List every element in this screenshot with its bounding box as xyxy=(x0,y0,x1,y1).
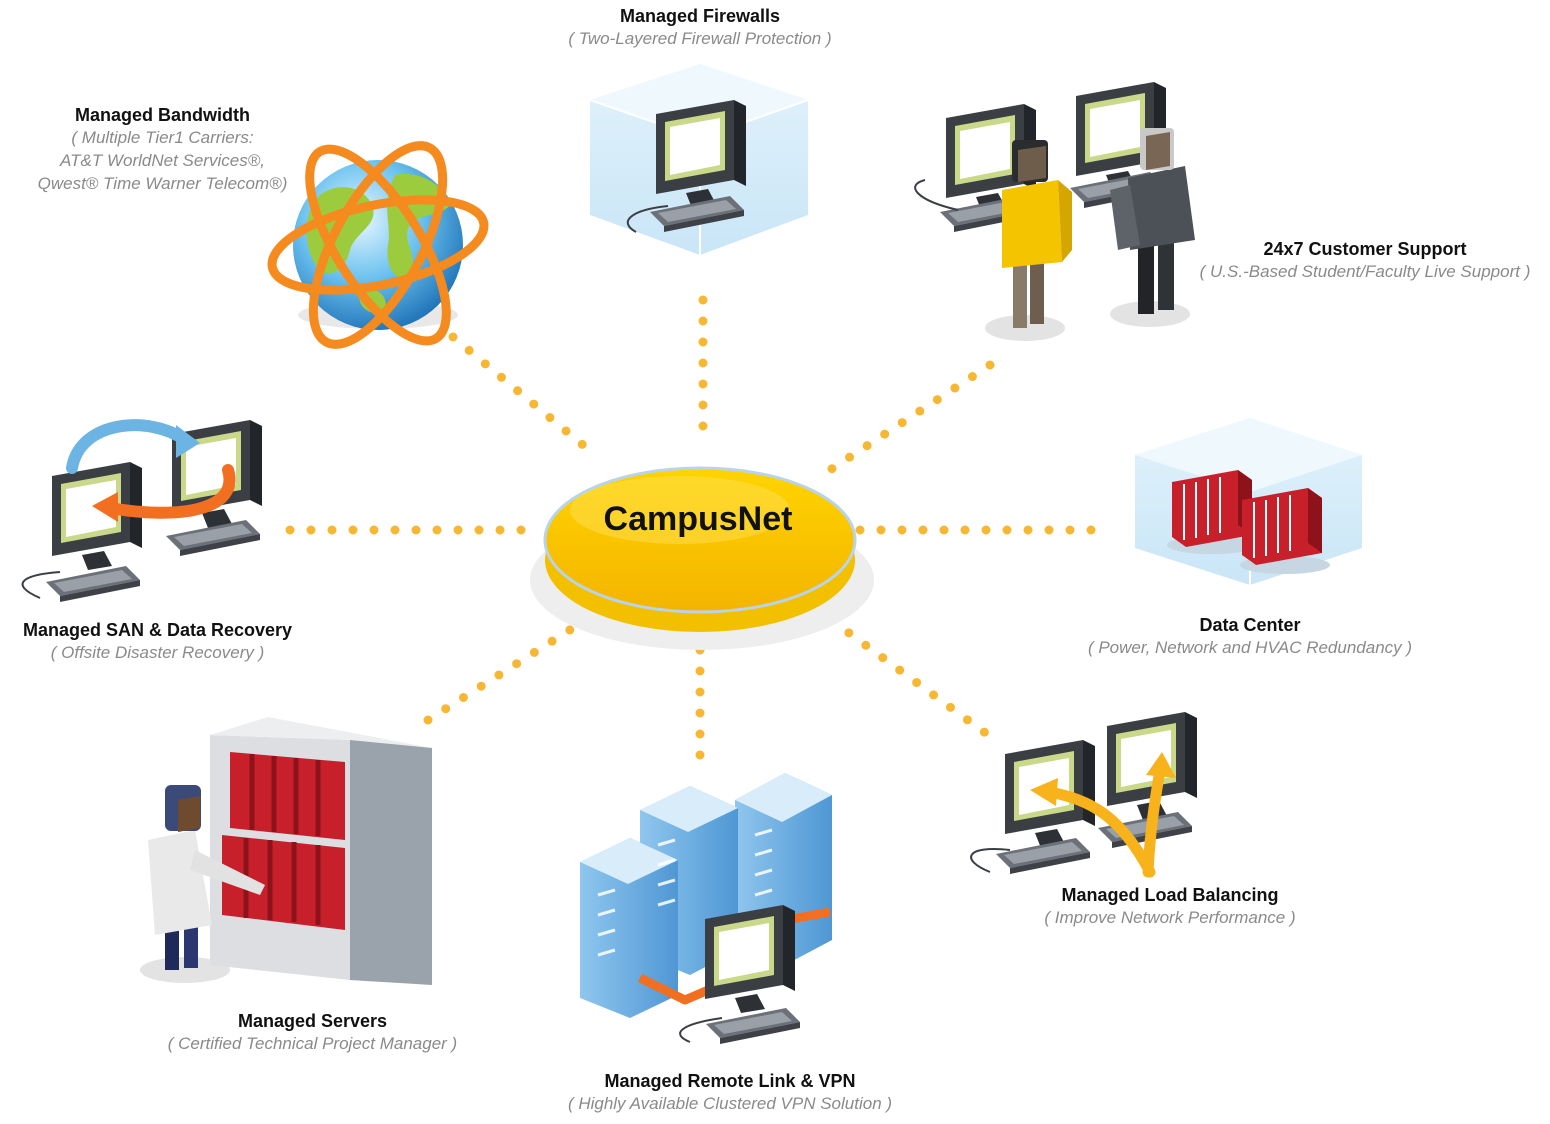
firewalls-label: Managed Firewalls ( Two-Layered Firewall… xyxy=(560,5,840,50)
loadbalancing-subtitle: ( Improve Network Performance ) xyxy=(1044,908,1296,927)
san-title: Managed SAN & Data Recovery xyxy=(22,620,293,640)
servers-label: Managed Servers ( Certified Technical Pr… xyxy=(150,1010,475,1055)
red-server-block-left xyxy=(1172,470,1252,547)
connector-support xyxy=(825,360,995,475)
support-subtitle: ( U.S.-Based Student/Faculty Live Suppor… xyxy=(1199,262,1531,281)
hub-label: CampusNet xyxy=(603,500,793,538)
loadbalancing-title: Managed Load Balancing xyxy=(1061,885,1279,905)
connector-loadbalancing xyxy=(810,603,1000,745)
connector-bandwidth xyxy=(448,332,600,460)
loadbalancing-label: Managed Load Balancing ( Improve Network… xyxy=(1025,884,1315,929)
vpn-title: Managed Remote Link & VPN xyxy=(604,1071,856,1091)
operator-right-icon xyxy=(1110,128,1195,314)
firewalls-title: Managed Firewalls xyxy=(619,6,781,26)
servers-icon xyxy=(140,717,432,985)
bandwidth-title: Managed Bandwidth xyxy=(75,105,250,125)
bandwidth-label: Managed Bandwidth ( Multiple Tier1 Carri… xyxy=(20,104,305,195)
sync-arrow-blue-icon xyxy=(66,419,191,474)
technician-icon xyxy=(148,785,265,970)
vpn-subtitle: ( Highly Available Clustered VPN Solutio… xyxy=(567,1094,893,1113)
vpn-icon xyxy=(580,773,832,1044)
balance-arrow-left-icon xyxy=(1044,786,1156,878)
support-icon xyxy=(914,82,1195,341)
operator-left-icon xyxy=(1002,140,1072,328)
san-subtitle: ( Offsite Disaster Recovery ) xyxy=(50,643,265,662)
firewalls-subtitle: ( Two-Layered Firewall Protection ) xyxy=(568,29,832,48)
bandwidth-subtitle-line-1: ( Multiple Tier1 Carriers: xyxy=(71,128,254,147)
firewall-icon xyxy=(589,64,809,255)
globe-icon xyxy=(267,141,489,349)
support-title: 24x7 Customer Support xyxy=(1263,239,1467,259)
vpn-label: Managed Remote Link & VPN ( Highly Avail… xyxy=(545,1070,915,1115)
sync-arrow-orange-icon xyxy=(104,464,236,519)
balance-arrow-right-icon xyxy=(1142,764,1166,878)
connector-lines xyxy=(285,295,1115,780)
datacenter-icon xyxy=(1135,418,1362,585)
support-label: 24x7 Customer Support ( U.S.-Based Stude… xyxy=(1185,238,1545,283)
bandwidth-subtitle-line-2: AT&T WorldNet Services®, xyxy=(60,151,265,170)
connector-servers xyxy=(423,607,603,725)
loadbalancing-icon xyxy=(970,712,1197,878)
datacenter-title: Data Center xyxy=(1199,615,1301,635)
servers-title: Managed Servers xyxy=(237,1011,388,1031)
red-server-block-right xyxy=(1242,488,1322,565)
bandwidth-subtitle-line-3: Qwest® Time Warner Telecom®) xyxy=(37,174,288,193)
hub-disc xyxy=(530,466,874,650)
san-icon xyxy=(21,419,262,602)
datacenter-label: Data Center ( Power, Network and HVAC Re… xyxy=(1070,614,1430,659)
san-label: Managed SAN & Data Recovery ( Offsite Di… xyxy=(10,619,305,664)
servers-subtitle: ( Certified Technical Project Manager ) xyxy=(167,1034,458,1053)
datacenter-subtitle: ( Power, Network and HVAC Redundancy ) xyxy=(1087,638,1413,657)
